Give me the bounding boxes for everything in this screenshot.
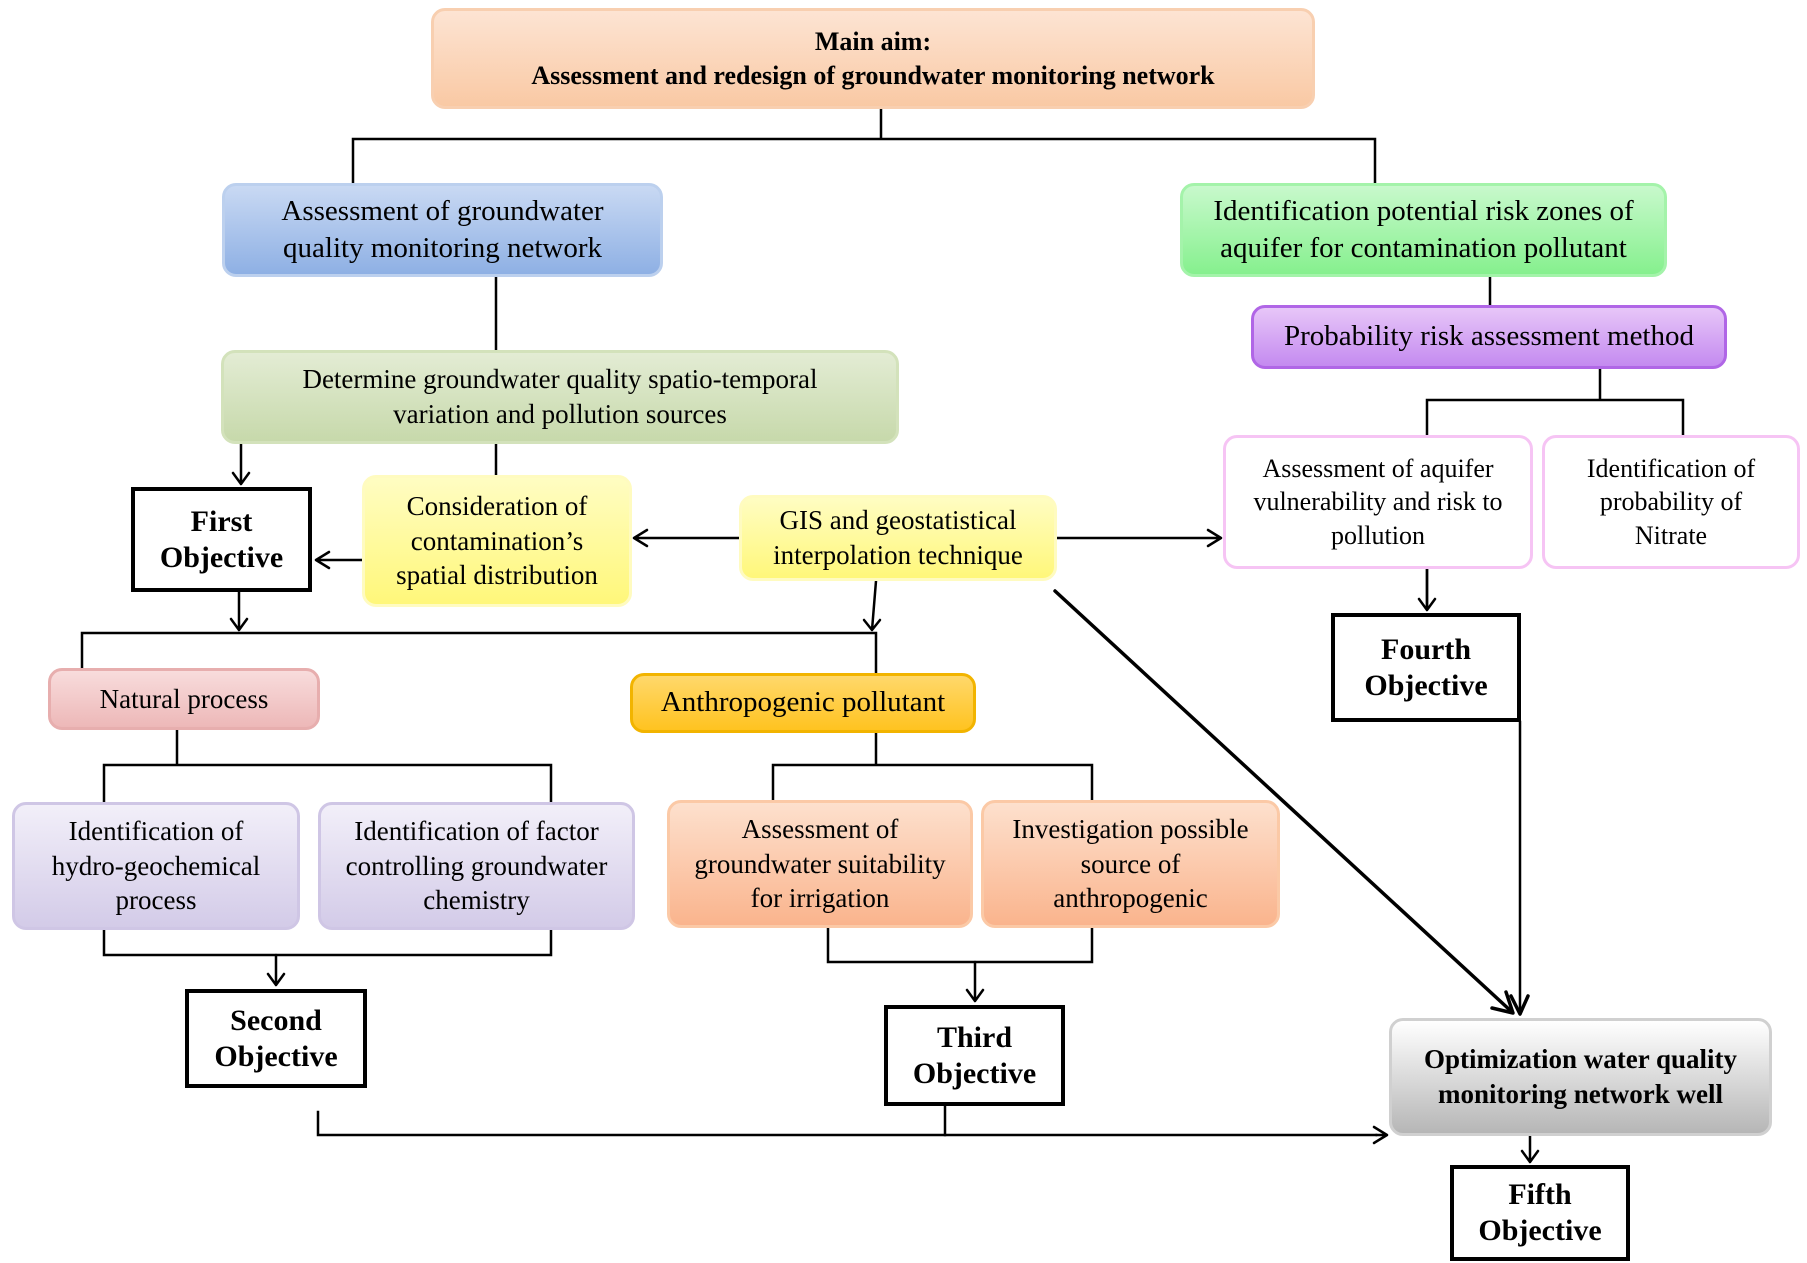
first-objective-line2: Objective [159,540,284,574]
fourth-objective-line2: Objective [1364,668,1488,702]
third-objective-line2: Objective [912,1056,1037,1090]
optimization-box: Optimization water quality monitoring ne… [1389,1018,1772,1136]
contamination-line1: Consideration of [406,491,588,522]
fourth-objective-line1: Fourth [1381,632,1471,666]
second-objective-line2: Objective [214,1039,338,1073]
arrow-join-to-third [965,960,985,1003]
nitrate-probability-box: Identification of probability of Nitrate [1542,435,1800,569]
connector-main-aim-split [351,108,1377,185]
arrow-fourth-to-optimization [1509,994,1530,1016]
irrigation-line3: for irrigation [750,883,890,914]
nitrate-line2: probability of [1599,487,1743,517]
arrow-join-to-second [266,953,286,987]
arrow-to-optimization-left [1372,1125,1389,1145]
arrow-diagonal-head [1490,990,1515,1015]
source-line2: source of [1080,848,1181,879]
third-objective-box: Third Objective [884,1005,1065,1106]
connector-third-join [826,926,1094,964]
main-aim-label: Main aim: [814,27,932,57]
spatio-temporal-line1: Determine groundwater quality spatio-tem… [302,364,818,395]
anthropogenic-pollutant-text: Anthropogenic pollutant [660,686,946,719]
assessment-network-box: Assessment of groundwater quality monito… [222,183,663,277]
arrow-vulnerability-to-fourth [1417,567,1437,612]
hydro-line1: Identification of [68,816,244,847]
hydro-line2: hydro-geochemical [51,850,261,881]
source-line1: Investigation possible [1012,814,1249,845]
aquifer-vulnerability-box: Assessment of aquifer vulnerability and … [1223,435,1533,569]
arrow-spatiotemporal-to-first [231,442,251,486]
contamination-distribution-box: Consideration of contamination’s spatial… [362,475,632,607]
factor-line1: Identification of factor [354,816,599,847]
connector-natural-split [102,729,553,804]
risk-zones-line2: aquifer for contamination pollutant [1220,232,1627,264]
assessment-network-line2: quality monitoring network [283,232,602,264]
factor-line2: controlling groundwater [345,850,608,881]
anthropogenic-source-box: Investigation possible source of anthrop… [981,800,1280,928]
spatio-temporal-line2: variation and pollution sources [393,399,727,429]
irrigation-line2: groundwater suitability [694,848,946,879]
fifth-objective-line1: Fifth [1508,1178,1572,1211]
gis-technique-box: GIS and geostatistical interpolation tec… [739,495,1057,581]
natural-process-text: Natural process [99,683,269,714]
arrow-gis-to-junction [862,579,882,632]
irrigation-line1: Assessment of [741,814,899,845]
main-aim-text: Assessment and redesign of groundwater m… [531,60,1215,90]
factor-controlling-box: Identification of factor controlling gro… [318,802,635,930]
arrow-gis-to-vulnerability [1055,528,1223,548]
main-aim-box: Main aim: Assessment and redesign of gro… [431,8,1315,109]
factor-line3: chemistry [423,885,530,916]
gis-line1: GIS and geostatistical [779,505,1017,536]
fifth-objective-line2: Objective [1478,1214,1602,1247]
spatio-temporal-box: Determine groundwater quality spatio-tem… [221,350,899,444]
second-objective-box: Second Objective [185,989,367,1088]
connector-second-to-optimization [316,1110,1378,1137]
connector-gis-to-optimization [1053,589,1514,1014]
first-objective-box: First Objective [131,487,312,592]
optimization-line1: Optimization water quality [1424,1044,1737,1075]
contamination-line2: contamination’s [410,525,584,556]
natural-process-box: Natural process [48,668,320,730]
irrigation-suitability-box: Assessment of groundwater suitability fo… [667,800,973,928]
nitrate-line3: Nitrate [1634,520,1708,550]
arrow-gis-to-contamination [632,528,741,548]
arrow-optimization-to-fifth [1520,1134,1540,1164]
optimization-line2: monitoring network well [1438,1079,1723,1109]
fifth-objective-box: Fifth Objective [1450,1165,1630,1261]
connector-anthropogenic-split [771,731,1094,802]
third-objective-line1: Third [936,1020,1013,1054]
arrow-contamination-to-first [314,550,364,570]
first-objective-line1: First [190,504,253,538]
assessment-network-line1: Assessment of groundwater [281,194,604,227]
arrow-first-to-junction [229,590,249,632]
anthropogenic-pollutant-box: Anthropogenic pollutant [630,673,976,733]
source-line3: anthropogenic [1053,883,1208,914]
fourth-objective-box: Fourth Objective [1331,613,1521,722]
probability-method-text: Probability risk assessment method [1284,320,1694,353]
vulnerability-line2: vulnerability and risk to [1253,487,1503,517]
risk-zones-line1: Identification potential risk zones of [1213,194,1634,227]
connector-second-join [102,928,553,957]
gis-line2: interpolation technique [773,540,1023,570]
second-objective-line1: Second [230,1003,322,1037]
vulnerability-line3: pollution [1331,520,1425,550]
hydro-line3: process [115,885,197,916]
nitrate-line1: Identification of [1586,454,1756,484]
vulnerability-line1: Assessment of aquifer [1262,454,1494,484]
connector-method-split [1425,367,1685,437]
risk-zones-box: Identification potential risk zones of a… [1180,183,1667,277]
hydro-geochemical-box: Identification of hydro-geochemical proc… [12,802,300,930]
connector-natural-anthropogenic-split [80,631,878,675]
probability-method-box: Probability risk assessment method [1251,305,1727,369]
contamination-line3: spatial distribution [396,560,598,591]
